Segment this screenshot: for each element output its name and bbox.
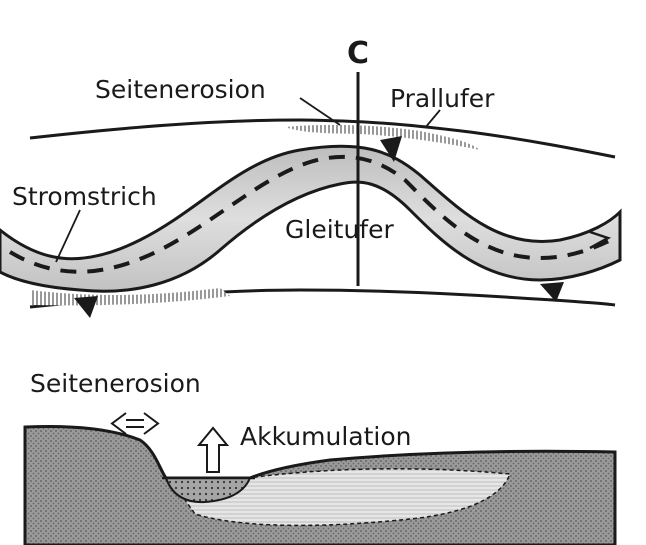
slip-off-slope-label: Gleitufer: [285, 215, 394, 244]
section-label: C: [347, 36, 369, 71]
plan-view: C Seitenerosion Prallufer Stromstrich Gl…: [0, 36, 620, 318]
erosion-marker-icon: [74, 296, 98, 318]
leader-line: [56, 210, 80, 262]
thalweg-label: Stromstrich: [12, 182, 157, 211]
side-erosion-label: Seitenerosion: [30, 369, 201, 398]
double-arrow-icon: [112, 413, 158, 434]
accumulation-label: Akkumulation: [240, 422, 411, 451]
up-arrow-icon: [199, 428, 227, 472]
cross-section: Seitenerosion Akkumulation: [25, 369, 615, 545]
side-erosion-label: Seitenerosion: [95, 75, 266, 104]
cut-bank-label: Prallufer: [390, 84, 495, 113]
